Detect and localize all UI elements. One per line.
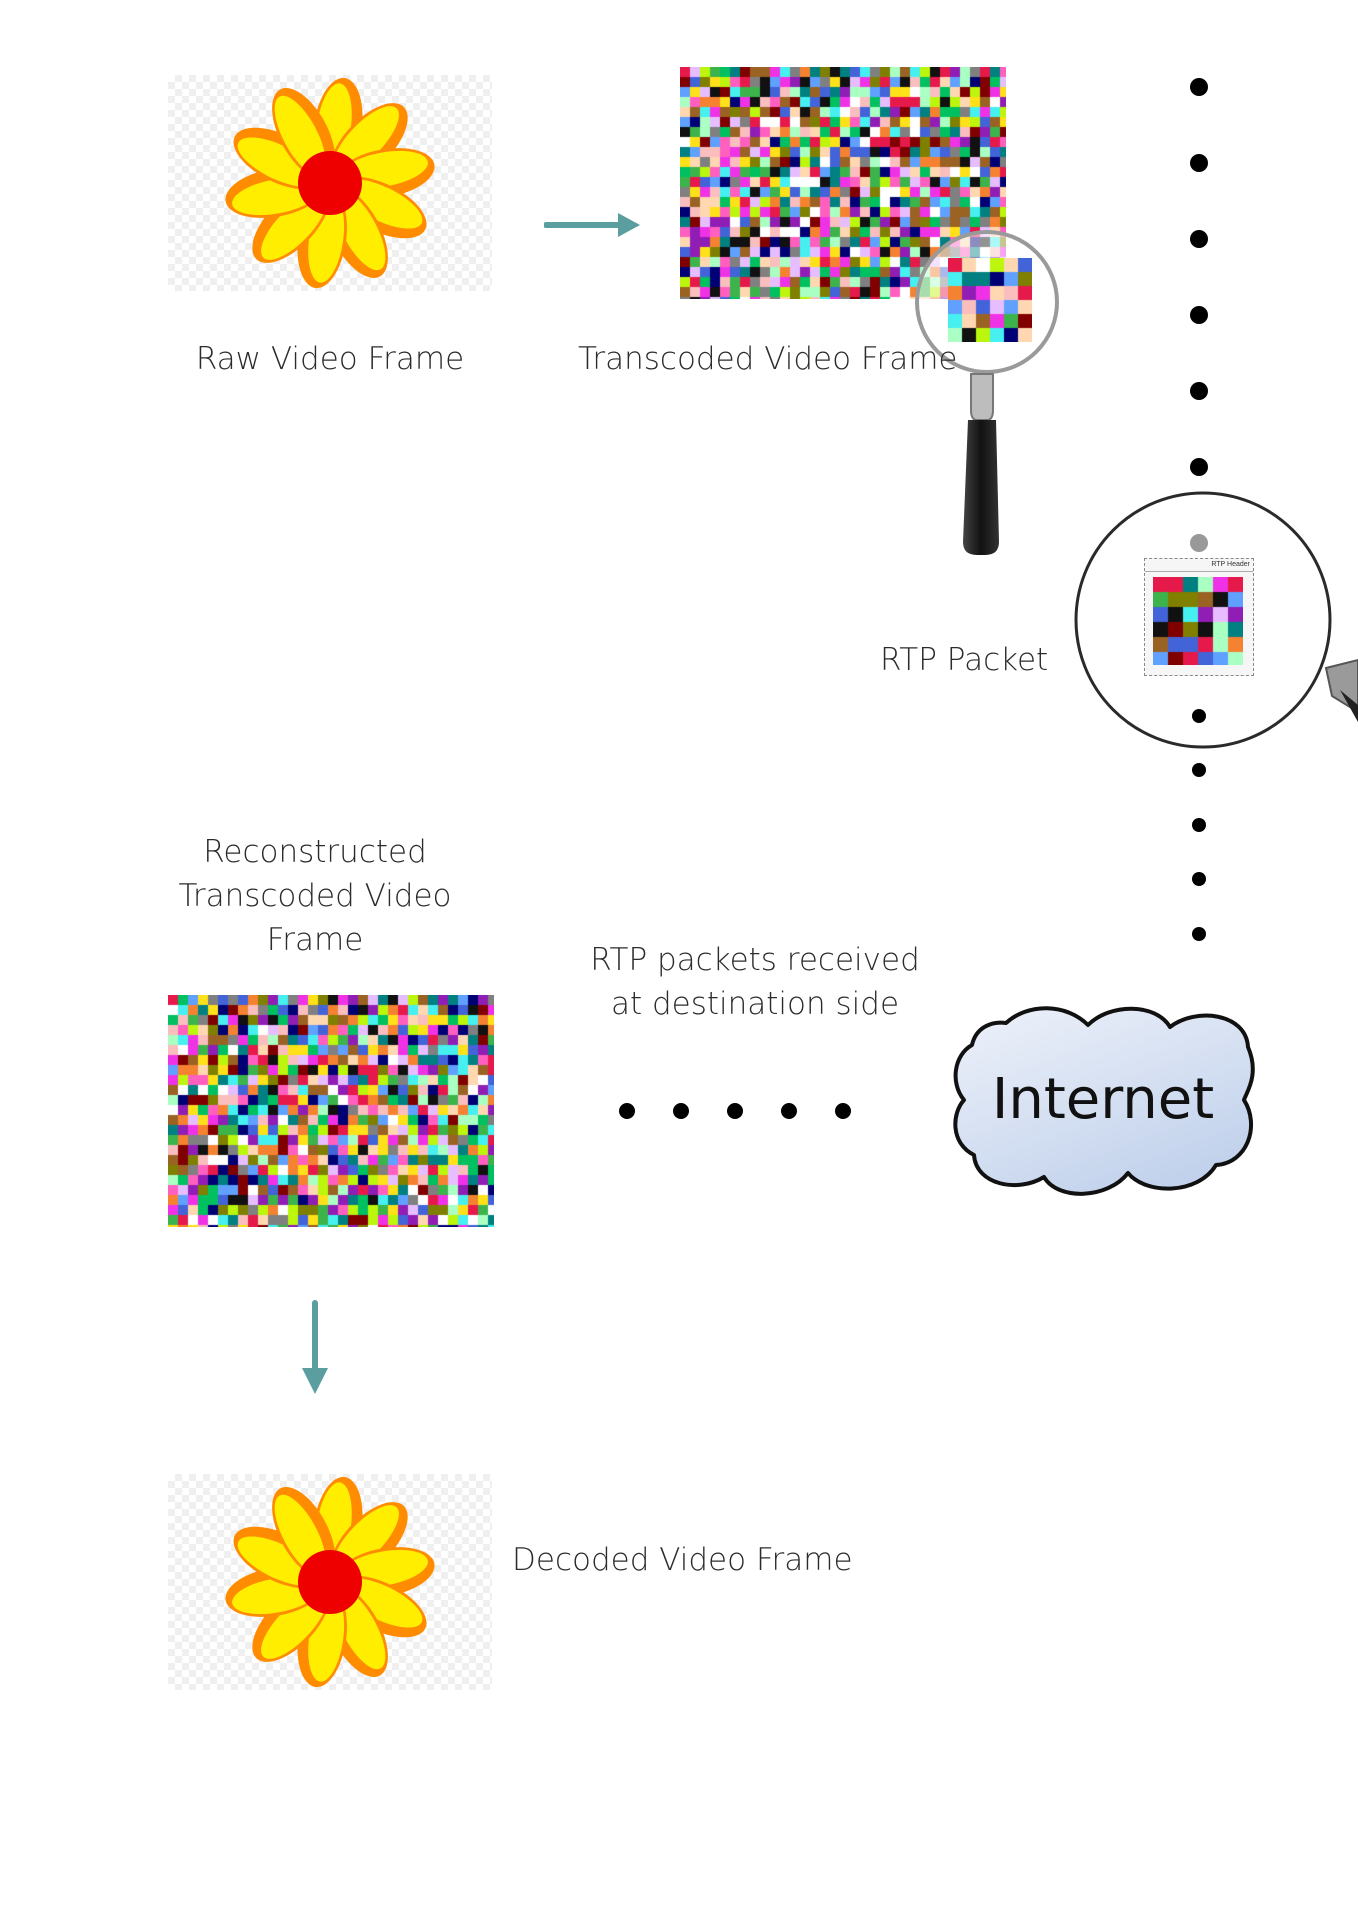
rtp-packet-box: RTP Header <box>1144 558 1254 676</box>
raw-frame-image <box>168 75 492 291</box>
flower-icon <box>225 77 435 289</box>
rtp-packet-label: RTP Packet <box>880 642 1049 678</box>
flower-icon <box>225 1476 435 1688</box>
rtp-header-label: RTP Header <box>1211 561 1250 568</box>
arrow-down-icon <box>302 1300 328 1394</box>
internet-cloud: Internet <box>948 995 1258 1205</box>
rtp-payload-pixels <box>1153 577 1243 665</box>
received-packets-label: RTP packets received at destination side <box>590 942 920 1022</box>
transcoded-frame-label: Transcoded Video Frame <box>578 341 958 377</box>
magnified-pixels <box>948 258 1032 342</box>
reconstructed-frame-image <box>168 995 494 1227</box>
arrow-right-icon <box>544 213 640 237</box>
magnifier-2: RTP Header <box>1070 490 1358 750</box>
cloud-icon <box>953 1006 1255 1196</box>
decoded-frame-image <box>168 1474 492 1690</box>
reconstructed-frame-label: Reconstructed Transcoded Video Frame <box>178 834 452 958</box>
internet-label: Internet <box>991 1067 1215 1132</box>
decoded-frame-label: Decoded Video Frame <box>512 1542 853 1578</box>
raw-frame-label: Raw Video Frame <box>195 341 465 377</box>
magnifier-1 <box>915 230 1065 560</box>
